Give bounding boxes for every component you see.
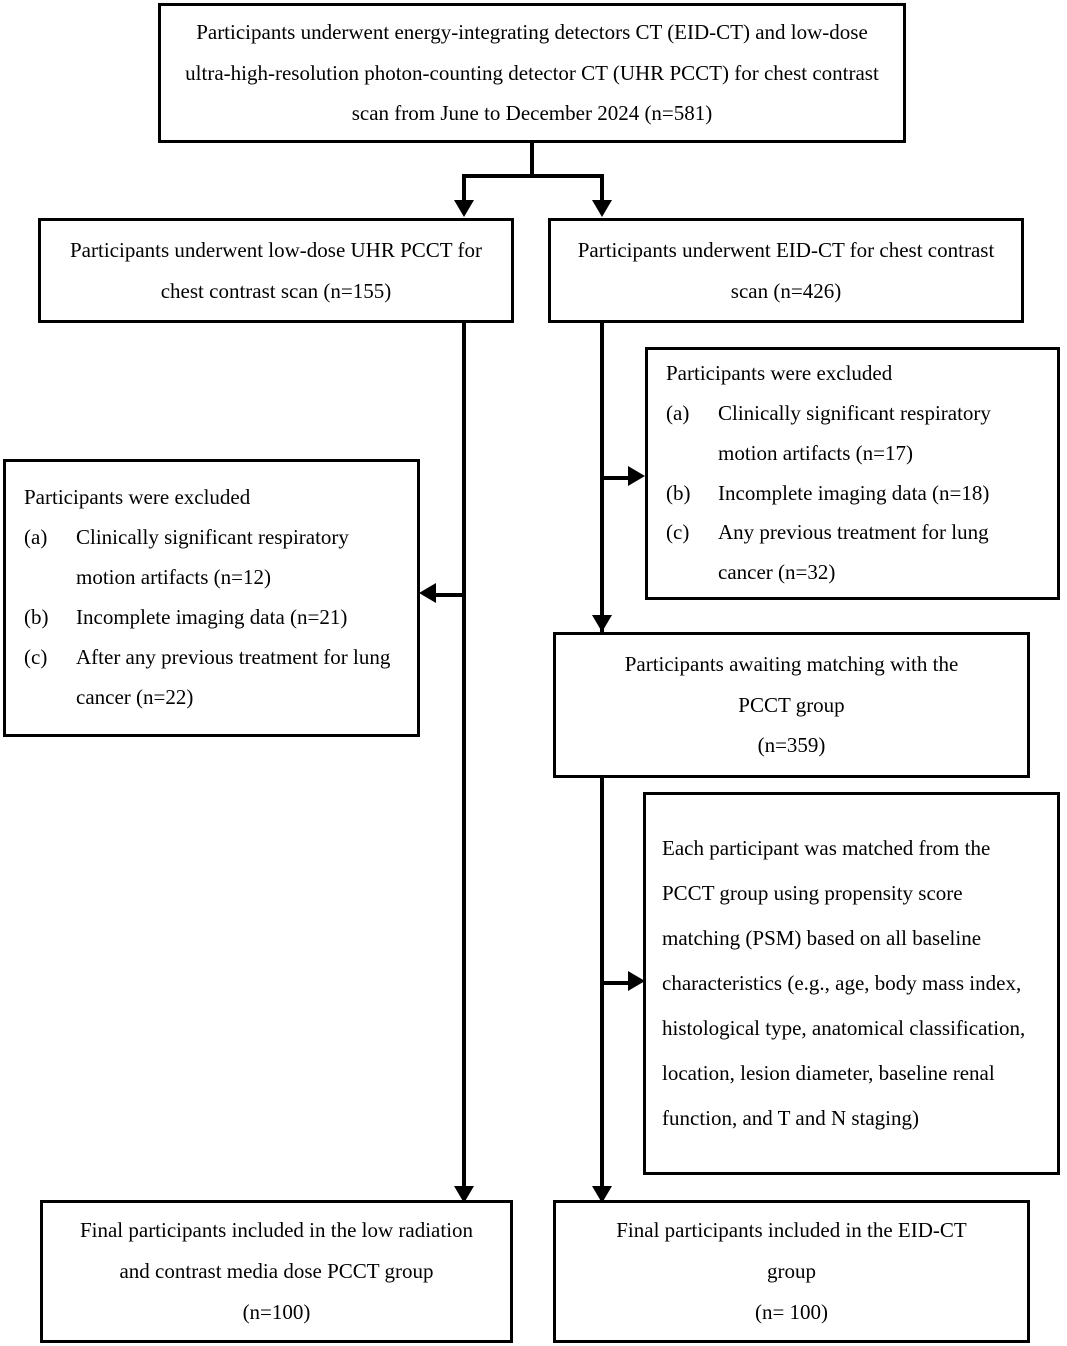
list-item-marker: (b) [24,605,49,629]
connector-pcct-to-excluded [436,593,464,597]
node-eid-excluded: Participants were excluded (a) Clinicall… [645,347,1060,600]
list-item-text: Incomplete imaging data (n=18) [718,480,990,505]
list-item-marker: (b) [666,480,691,505]
node-final-pcct-text: Final participants included in the low r… [79,1218,474,1324]
node-enrollment-text: Participants underwent energy-integratin… [185,19,879,126]
list-item-text: Incomplete imaging data (n=21) [76,605,348,629]
node-awaiting-matching: Participants awaiting matching with the … [553,632,1030,778]
list-item-marker: (c) [24,644,48,669]
list-item-text: After any previous treatment for lung ca… [76,644,391,709]
node-psm-matching: Each participant was matched from the PC… [643,792,1060,1175]
arrowhead-awaiting-to-psm [628,971,645,991]
node-enrollment: Participants underwent energy-integratin… [158,3,906,143]
list-item-text: Clinically significant respiratory motio… [718,400,991,465]
list-item: (a) Clinically significant respiratory m… [666,394,1047,474]
list-item: (c) After any previous treatment for lun… [24,638,407,718]
connector-eid-spine [600,322,604,632]
node-eid-arm-text: Participants underwent EID-CT for chest … [577,237,995,303]
arrowhead-enrollment-to-eid [592,200,612,217]
connector-eid-to-excluded [604,476,630,480]
connector-awaiting-to-psm [604,981,630,985]
list-item-marker: (a) [666,400,690,425]
arrowhead-pcct-to-excluded [419,583,436,603]
list-item-marker: (c) [666,520,690,545]
arrowhead-pcct-to-final [454,1186,474,1203]
node-psm-matching-text: Each participant was matched from the PC… [662,835,1026,1131]
node-eid-arm: Participants underwent EID-CT for chest … [548,218,1024,323]
list-item-marker: (a) [24,525,48,550]
node-pcct-excluded: Participants were excluded (a) Clinicall… [3,459,420,737]
connector-enrollment-to-pcct [462,174,466,202]
list-item-text: Clinically significant respiratory motio… [76,525,349,590]
connector-enrollment-stem [530,143,534,177]
connector-enrollment-split-bar [462,174,604,178]
node-final-pcct: Final participants included in the low r… [40,1200,513,1343]
list-item-text: Any previous treatment for lung cancer (… [718,520,989,585]
node-eid-excluded-list: (a) Clinically significant respiratory m… [648,394,1057,593]
list-item: (a) Clinically significant respiratory m… [24,518,407,598]
connector-awaiting-spine [600,778,604,1204]
connector-enrollment-to-eid [600,174,604,202]
arrowhead-awaiting-to-final [592,1186,612,1203]
list-item: (c) Any previous treatment for lung canc… [666,513,1047,593]
arrowhead-eid-to-excluded [628,466,645,486]
list-item: (b) Incomplete imaging data (n=18) [666,474,1047,514]
node-pcct-arm-text: Participants underwent low-dose UHR PCCT… [70,237,482,303]
node-final-eid: Final participants included in the EID-C… [553,1200,1030,1343]
node-pcct-arm: Participants underwent low-dose UHR PCCT… [38,218,514,323]
list-item: (b) Incomplete imaging data (n=21) [24,598,407,638]
node-final-eid-text: Final participants included in the EID-C… [616,1218,967,1324]
connector-pcct-spine [462,322,466,1204]
node-awaiting-matching-text: Participants awaiting matching with the … [624,651,959,758]
arrowhead-eid-to-awaiting [592,615,612,632]
node-pcct-excluded-title: Participants were excluded [24,485,251,510]
arrowhead-enrollment-to-pcct [454,200,474,217]
node-eid-excluded-title: Participants were excluded [666,360,893,385]
node-pcct-excluded-list: (a) Clinically significant respiratory m… [6,518,417,717]
